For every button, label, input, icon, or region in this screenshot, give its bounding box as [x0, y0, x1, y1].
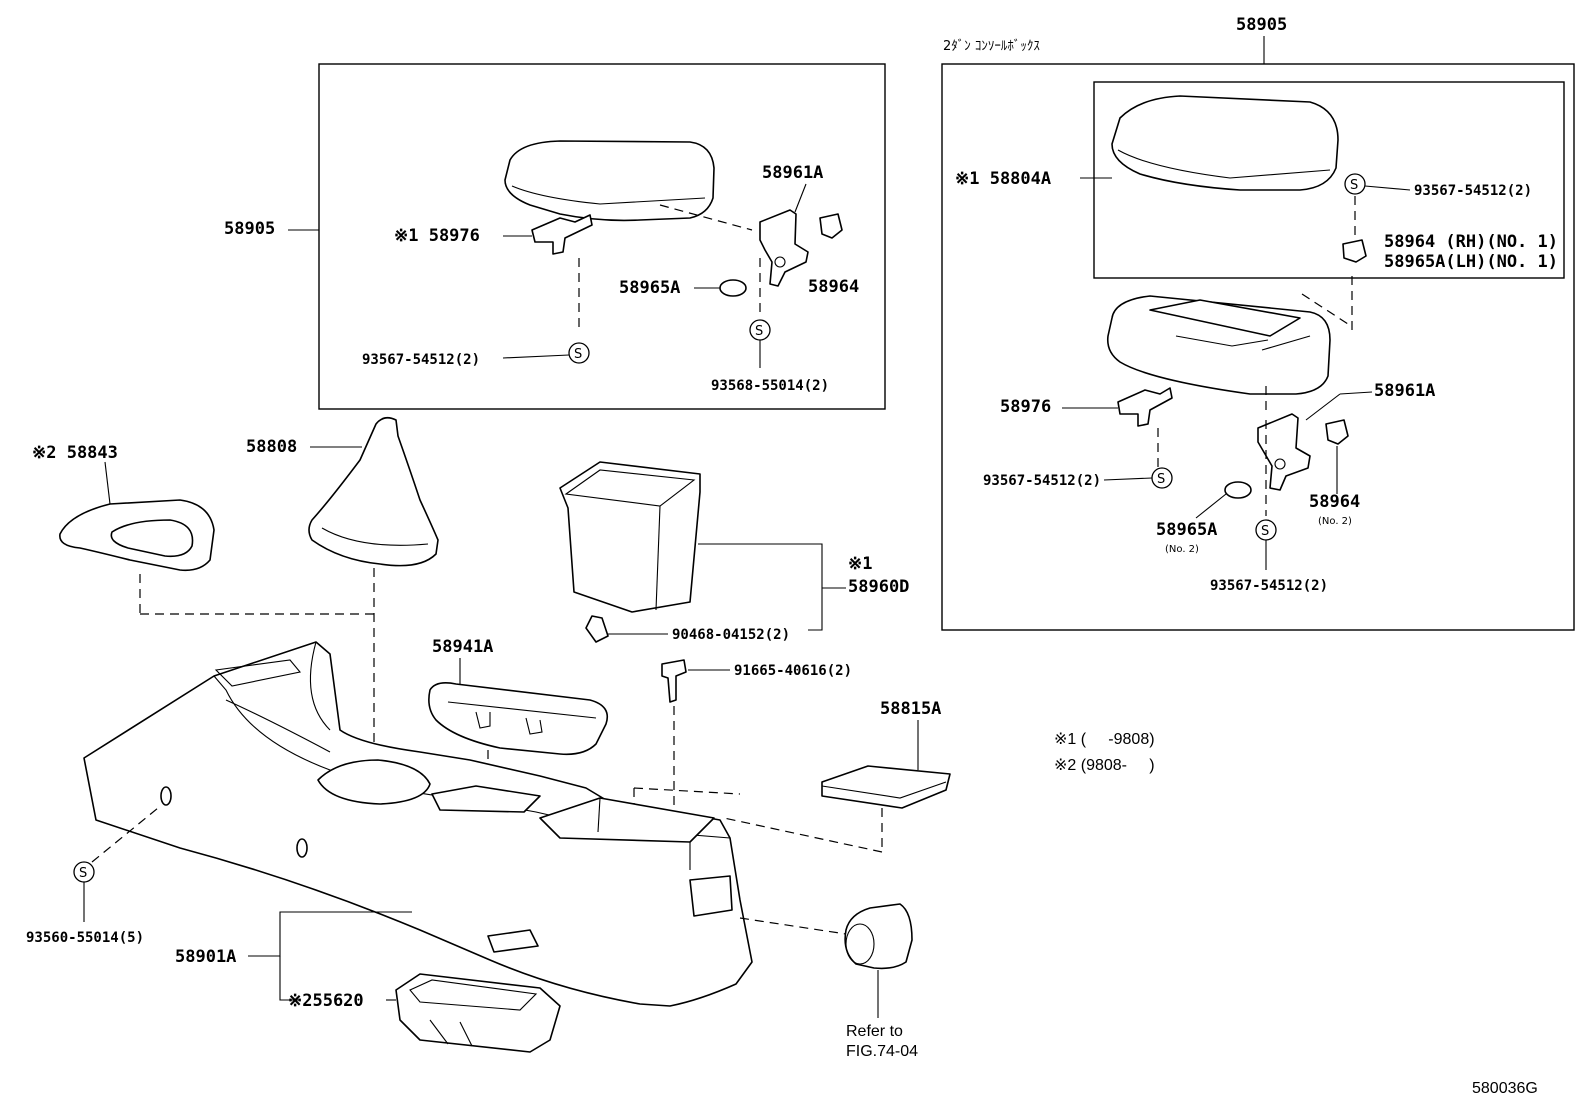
socket-cap	[844, 903, 913, 970]
svg-text:S: S	[1261, 524, 1269, 539]
label-58843[interactable]: ※2 58843	[32, 443, 118, 463]
note-2: ※2 (9808- )	[1054, 757, 1155, 774]
svg-text:S: S	[1350, 178, 1358, 193]
mount-hole-1	[160, 786, 172, 806]
label-58976-left[interactable]: ※1 58976	[394, 226, 480, 246]
shift-plate-opening	[110, 519, 194, 558]
label-58961A-left[interactable]: 58961A	[762, 163, 823, 183]
right-lid-subframe	[1093, 81, 1565, 279]
mount-hole-2	[296, 838, 308, 858]
front-tray-opening	[431, 785, 541, 813]
bracket-58976-left	[531, 214, 593, 255]
armrest-lid-left	[504, 140, 715, 222]
label-58965A-left[interactable]: 58965A	[619, 278, 680, 298]
screw-symbol-left-2	[568, 342, 590, 364]
label-58964-no2: (No. 2)	[1318, 516, 1352, 527]
accessory-socket-hole	[689, 875, 733, 917]
right-console-box-group: 58905 2ﾀﾞﾝ ｺﾝｿｰﾙﾎﾞｯｸｽ ※1 58804A S 93567-…	[941, 15, 1575, 631]
label-93567-right-mid[interactable]: 93567-54512(2)	[983, 473, 1101, 489]
rear-box-opening	[539, 797, 715, 843]
label-58804A-right[interactable]: ※1 58804A	[955, 169, 1051, 189]
bracket-58976-right	[1117, 387, 1173, 427]
console-tray-right-opening	[1149, 299, 1301, 337]
left-armrest-frame	[318, 63, 886, 410]
label-93568-left[interactable]: 93568-55014(2)	[711, 378, 829, 394]
armrest-lid-right	[1111, 95, 1339, 191]
label-58960D-mark[interactable]: ※1	[848, 554, 872, 574]
stopper-58965A-no2	[1224, 481, 1252, 499]
clip-58964-no1	[1342, 239, 1367, 263]
screw-symbol-right-1	[1344, 173, 1366, 195]
side-slot	[487, 929, 539, 953]
label-58905-right[interactable]: 58905	[1236, 15, 1287, 35]
title-jp: 2ﾀﾞﾝ ｺﾝｿｰﾙﾎﾞｯｸｽ	[943, 39, 1040, 54]
figure-code: 580036G	[1472, 1080, 1538, 1097]
svg-text:S: S	[79, 866, 87, 881]
label-58901A[interactable]: 58901A	[175, 947, 236, 967]
svg-text:S: S	[574, 347, 582, 362]
label-93567-right-top[interactable]: 93567-54512(2)	[1414, 183, 1532, 199]
svg-text:S: S	[1157, 472, 1165, 487]
label-58964-rh[interactable]: 58964 (RH)(NO. 1)	[1384, 232, 1558, 252]
label-55620[interactable]: ※255620	[288, 991, 364, 1011]
main-console-group: ※2 58843 58808 ※1 58960D 90468-04152(2) …	[26, 416, 951, 1060]
label-58965A-no2: (No. 2)	[1165, 544, 1199, 555]
hinge-58961A-right	[1257, 413, 1311, 491]
label-58976-right[interactable]: 58976	[1000, 397, 1051, 417]
refer-line2[interactable]: FIG.74-04	[846, 1043, 918, 1060]
refer-line1: Refer to	[846, 1023, 903, 1040]
mat-58815A	[821, 765, 951, 809]
label-58965A-right[interactable]: 58965A	[1156, 520, 1217, 540]
label-93567-right-bot[interactable]: 93567-54512(2)	[1210, 578, 1328, 594]
label-93567-left[interactable]: 93567-54512(2)	[362, 352, 480, 368]
label-58941A[interactable]: 58941A	[432, 637, 493, 657]
ashtray-55620	[395, 973, 561, 1053]
console-box-58960D	[559, 461, 701, 613]
clip-90468	[585, 615, 609, 643]
tray-58941A	[428, 682, 609, 756]
label-91665[interactable]: 91665-40616(2)	[734, 663, 852, 679]
label-93560[interactable]: 93560-55014(5)	[26, 930, 144, 946]
bolt-91665	[661, 659, 687, 703]
svg-text:S: S	[755, 324, 763, 339]
label-58961A-right[interactable]: 58961A	[1374, 381, 1435, 401]
label-58905-left[interactable]: 58905	[224, 219, 275, 239]
stopper-58965A-left	[719, 279, 747, 297]
label-58815A[interactable]: 58815A	[880, 699, 941, 719]
label-58964-left[interactable]: 58964	[808, 277, 859, 297]
shift-boot-58808	[308, 416, 439, 567]
label-58965A-lh[interactable]: 58965A(LH)(NO. 1)	[1384, 252, 1558, 272]
cupholder-opening	[317, 759, 431, 805]
clip-58964-left	[819, 213, 843, 239]
left-armrest-group: 58905 ※1 58976 58961A 58964 58965A S 935…	[224, 63, 886, 410]
label-58808[interactable]: 58808	[246, 437, 297, 457]
console-body-58901A	[83, 641, 753, 1007]
right-console-frame	[941, 63, 1575, 631]
label-58960D[interactable]: 58960D	[848, 577, 909, 597]
note-1: ※1 ( -9808)	[1054, 731, 1155, 748]
clip-58964-no2	[1325, 419, 1349, 445]
hinge-58961A-left	[759, 209, 809, 287]
label-58964-right[interactable]: 58964	[1309, 492, 1360, 512]
label-90468[interactable]: 90468-04152(2)	[672, 627, 790, 643]
